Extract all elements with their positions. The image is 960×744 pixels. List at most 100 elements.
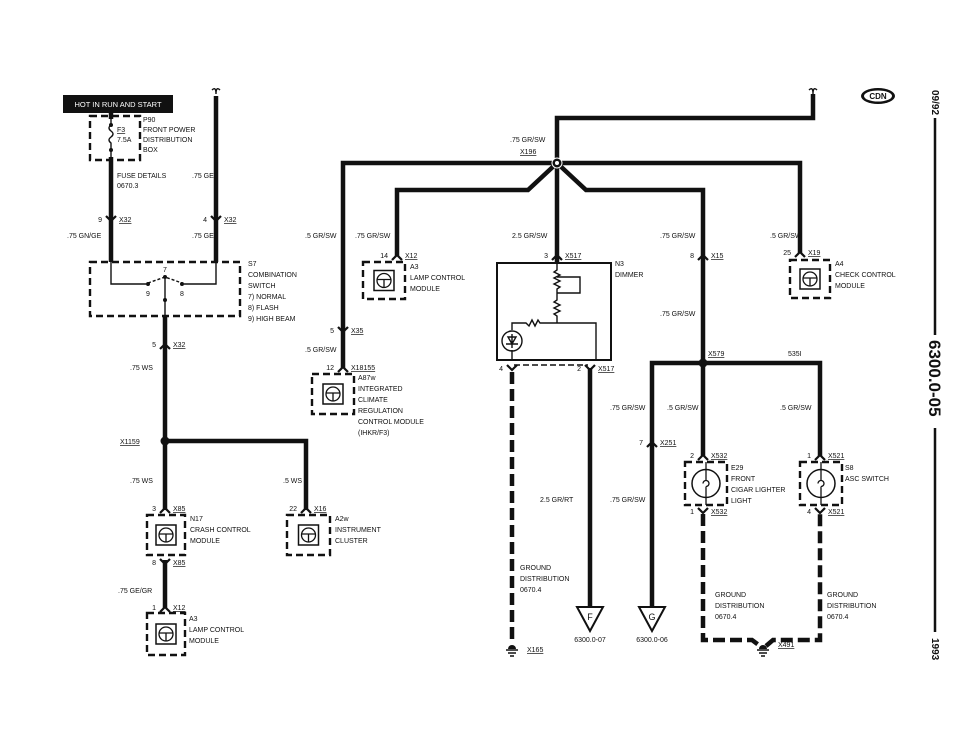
fuse-box-p90 <box>88 114 142 162</box>
switch-description-line: SWITCH <box>248 283 276 290</box>
connector-pin: 4 <box>203 217 207 224</box>
connector-pin: 1 <box>152 605 156 612</box>
splice-label-x1159: X1159 <box>120 439 140 446</box>
connector-arrow-icon <box>646 440 658 448</box>
module-description-line: INTEGRATED <box>358 386 403 393</box>
ground-distribution-label: GROUND <box>827 592 858 599</box>
wire-label: .75 GE <box>192 173 214 180</box>
ground-distribution-label: DISTRIBUTION <box>827 603 876 610</box>
wire-label: .5 WS <box>283 478 302 485</box>
connector-pin: 7 <box>639 440 643 447</box>
module-box-a2w[interactable] <box>285 513 332 557</box>
wires <box>108 87 823 648</box>
ground-distribution-label: GROUND <box>520 565 551 572</box>
connector-id: X251 <box>660 440 676 447</box>
splice-label-x196: X196 <box>520 149 536 156</box>
page-id: 6300.0-05 <box>925 340 944 417</box>
module-box-a3[interactable] <box>361 260 407 301</box>
splice-label-x579: X579 <box>708 351 724 358</box>
offpage-f[interactable]: F <box>575 606 605 634</box>
connector-pin: 2 <box>690 453 694 460</box>
wire-label: .5 GR/SW <box>667 405 699 412</box>
connector-id: X19 <box>808 250 821 257</box>
wire-label: .75 GR/SW <box>510 137 546 144</box>
bulb-filament <box>817 462 825 505</box>
connector-id: X16 <box>314 506 327 513</box>
module-id: S8 <box>845 465 854 472</box>
module-description-line: LAMP CONTROL <box>189 627 244 634</box>
ground-id-x165: X165 <box>527 647 543 654</box>
wire-label: .75 GE <box>192 233 214 240</box>
switch-description-line: 7) NORMAL <box>248 294 286 301</box>
splice-x579 <box>698 358 708 368</box>
wire-label: .75 WS <box>130 365 153 372</box>
ground-distribution-label: 0670.4 <box>827 614 849 621</box>
connector-id: X12 <box>173 605 186 612</box>
module-box-n17[interactable] <box>145 513 187 557</box>
connector-arrow-icon <box>697 507 709 515</box>
module-description-line: LAMP CONTROL <box>410 275 465 282</box>
offpage-g-ref: 6300.0-06 <box>636 637 668 644</box>
module-description-line: MODULE <box>835 283 865 290</box>
connector-id: X18155 <box>351 365 375 372</box>
connector-id: X532 <box>711 453 727 460</box>
switch-pin-7: 7 <box>163 267 167 274</box>
offpage-g[interactable]: G <box>637 606 667 634</box>
connector-arrow-icon <box>210 215 222 223</box>
module-icon-glyph <box>377 278 391 288</box>
connector-arrow-icon <box>584 364 596 372</box>
connector-id: X517 <box>598 366 614 373</box>
connector-arrow-icon <box>337 326 349 334</box>
switch-description-line: 9) HIGH BEAM <box>248 316 296 323</box>
connector-id: X517 <box>565 253 581 260</box>
connector-id: X521 <box>828 509 844 516</box>
fuse-f3-icon <box>106 119 116 157</box>
connector-arrow-icon <box>159 605 171 613</box>
wire-label: .75 GN/GE <box>67 233 102 240</box>
module-id: A4 <box>835 261 844 268</box>
module-box-a4[interactable] <box>788 258 832 300</box>
wire-label: .75 GR/SW <box>610 405 646 412</box>
switch-id: S7 <box>248 261 257 268</box>
switch-interior <box>108 264 220 314</box>
connector-arrow-icon <box>814 453 826 461</box>
connector-id: X35 <box>351 328 364 335</box>
module-description-line: FRONT <box>731 476 756 483</box>
connector-arrow-icon <box>391 253 403 261</box>
module-icon-glyph <box>326 392 340 401</box>
connector-id: X521 <box>828 453 844 460</box>
fuse-details-ref: 0670.3 <box>117 183 139 190</box>
wire-label: .5 GR/SW <box>305 347 337 354</box>
module-description-line: MODULE <box>410 286 440 293</box>
module-box-a3[interactable] <box>145 611 187 657</box>
module-description-line: INSTRUMENT <box>335 527 382 534</box>
module-id: N17 <box>190 516 203 523</box>
module-description-line: MODULE <box>189 638 219 645</box>
connector-arrow-icon <box>551 253 563 261</box>
bulb-filament <box>702 462 710 505</box>
connector-arrow-icon <box>159 342 171 350</box>
fuse-box-name-line: FRONT POWER <box>143 127 195 134</box>
connector-id: X32 <box>119 217 132 224</box>
fuse-details-label: FUSE DETAILS <box>117 173 167 180</box>
switch-description-line: 8) FLASH <box>248 305 279 312</box>
module-description-line: REGULATION <box>358 408 403 415</box>
module-box-a87w[interactable] <box>310 372 356 416</box>
connector-arrow-icon <box>300 506 312 514</box>
wire-label: 2.5 GR/RT <box>540 497 574 504</box>
connector-pin: 1 <box>690 509 694 516</box>
ground-x491-icon <box>757 645 769 657</box>
wire-label: 535I <box>788 351 802 358</box>
module-description-line: MODULE <box>190 538 220 545</box>
ground-id-x491: X491 <box>778 642 794 649</box>
wire-label: .75 GR/SW <box>355 233 391 240</box>
connector-arrow-icon <box>814 507 826 515</box>
connector-pin: 8 <box>690 253 694 260</box>
module-id: N3 <box>615 261 624 268</box>
connector-arrow-icon <box>697 453 709 461</box>
switch-pin-8: 8 <box>180 291 184 298</box>
wire-label: 2.5 GR/SW <box>512 233 548 240</box>
fuse-id: F3 <box>117 127 125 134</box>
ground-distribution-label: GROUND <box>715 592 746 599</box>
